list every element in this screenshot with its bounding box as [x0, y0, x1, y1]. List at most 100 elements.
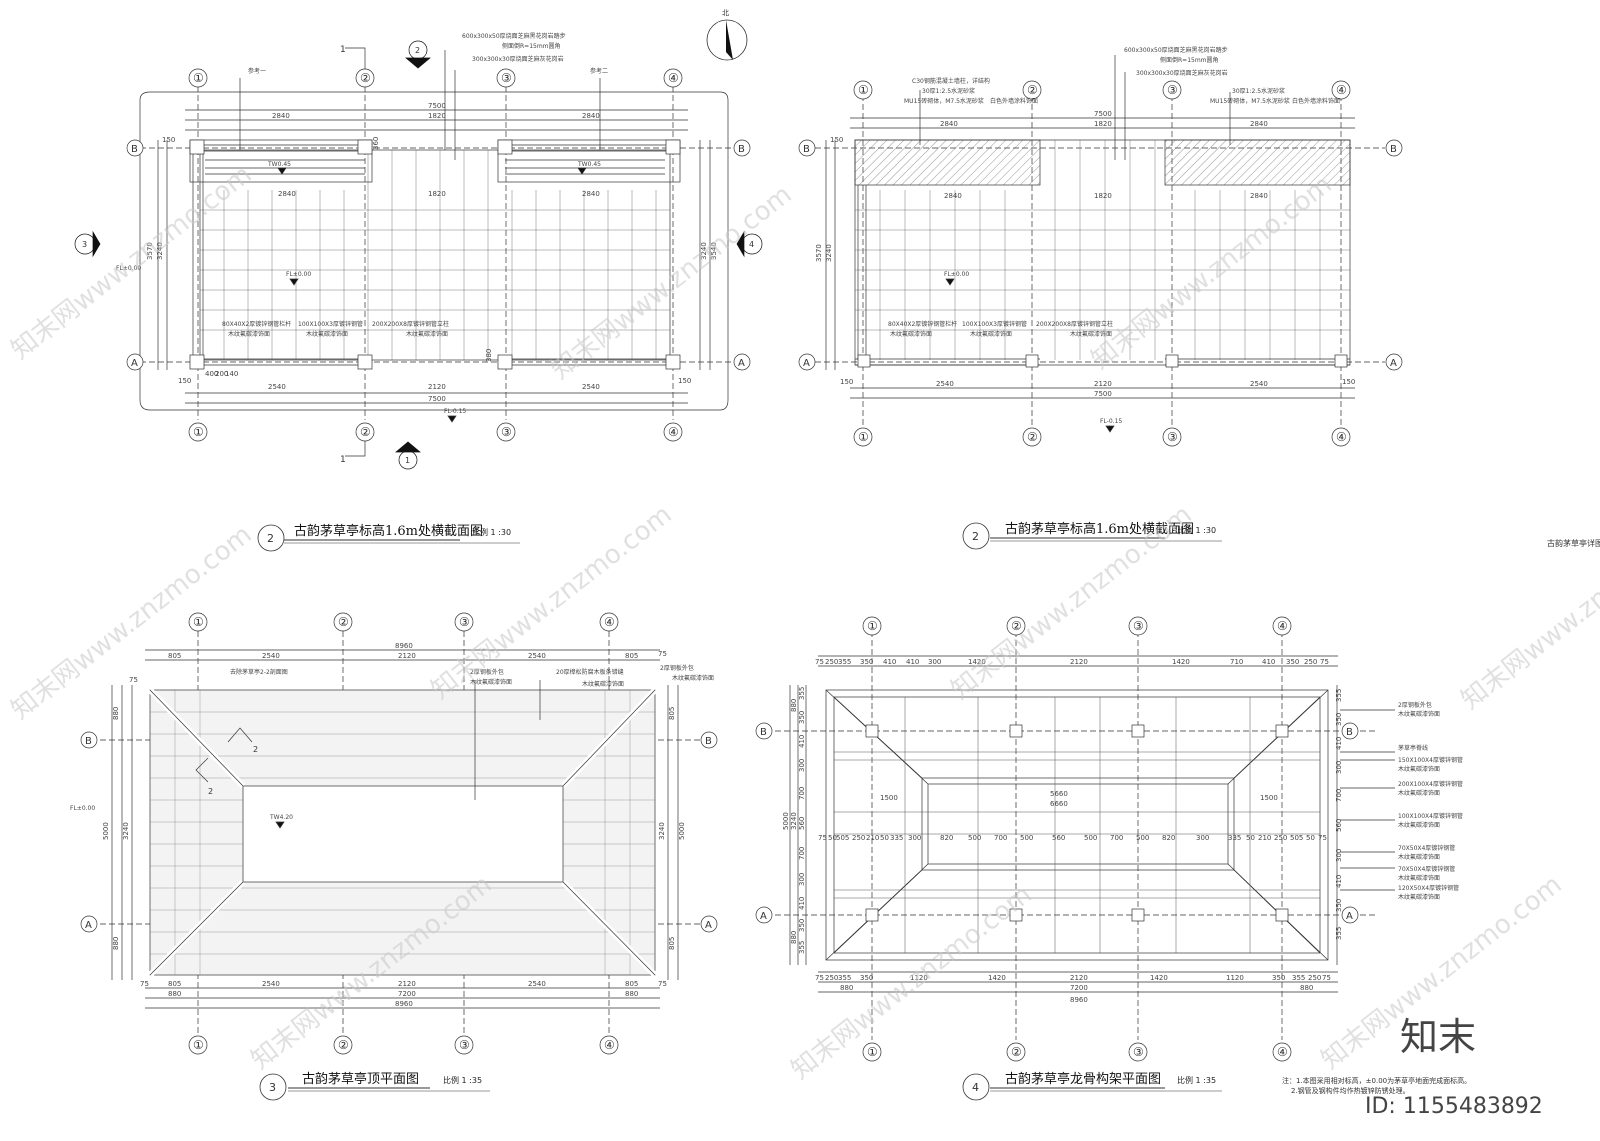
frame-dim-top-4: 410: [883, 658, 896, 666]
plan-left-number: 2: [267, 532, 274, 545]
frame-dim-mid-4: 210: [866, 834, 879, 842]
elev-main: FL±0.00: [286, 271, 311, 278]
r-note-wall-3: MU15砖砌体，M7.5水泥砂浆: [904, 97, 984, 105]
dim-top-1: 2840: [272, 112, 290, 120]
roof-grid-row-b-right: B: [705, 736, 712, 747]
frame-dim-mid-8: 820: [940, 834, 953, 842]
tag-tw-right: TW0.45: [577, 161, 601, 168]
frame-grid-col-2: ②: [1011, 619, 1022, 633]
frame-note-8: 木纹氟碳漆饰面: [1398, 821, 1440, 829]
frame-dim-mid-17: 300: [1196, 834, 1209, 842]
frame-note-7: 100X100X4厚镀锌钢管: [1398, 812, 1463, 820]
frame-dims-right: 355 350 410 300 700 560 300 410 350 355: [1335, 689, 1343, 940]
roof-grid-col-1: ①: [193, 615, 204, 629]
frame-dim-inner-3: 1500: [880, 794, 898, 802]
r-note-bottom-2: 木纹氟碳漆饰面: [890, 330, 932, 338]
frame-dim-mid-5: 50: [880, 834, 889, 842]
frame-note-0: 2厚钢板外包: [1398, 701, 1432, 709]
r-grid-col-2: ②: [1027, 83, 1038, 97]
r-dim-left-2: 3240: [825, 244, 833, 262]
r-dim-top-1: 2840: [940, 120, 958, 128]
frame-dim-top-8: 2120: [1070, 658, 1088, 666]
frame-dim-left-9: 410: [798, 897, 806, 910]
roof-dim-bottom-7: 7200: [398, 990, 416, 998]
plan-left-title: 古韵茅草亭标高1.6m处横截面图: [294, 523, 483, 539]
plan-right-grid-bubbles: [798, 80, 1403, 447]
dim-small-5: 140: [225, 370, 238, 378]
frame-dim-bottom-10: 355: [1292, 974, 1305, 982]
roof-plan-title: 古韵茅草亭顶平面图: [302, 1071, 419, 1087]
roof-dim-bottom-4: 2540: [528, 980, 546, 988]
frame-plan-grid-bubbles: [755, 616, 1359, 1062]
frame-plan-title-block: 4 古韵茅草亭龙骨构架平面图 比例 1 :35: [962, 1071, 1222, 1101]
frame-dim-right-9: 355: [1335, 927, 1343, 940]
roof-plan-grid-bubbles: [80, 612, 718, 1055]
plan-right-labels: ① ② ③ ④ ① ② ③ ④ B A B A 7500 2840 1820 2…: [803, 46, 1397, 444]
frame-dim-left-10: 350: [798, 919, 806, 932]
roof-dim-bottom-8: 880: [625, 990, 638, 998]
roof-grid-row-b: B: [85, 736, 92, 747]
frame-dim-top-12: 350: [1286, 658, 1299, 666]
roof-dim-top-5: 805: [625, 652, 638, 660]
frame-grid-col-2-bottom: ②: [1011, 1045, 1022, 1059]
frame-dim-mid-0: 75: [818, 834, 827, 842]
r-dim-inner-2: 1820: [1094, 192, 1112, 200]
plan-left-labels: ① ② ③ ④ ① ② ③ ④ B A B A 7500 2840 1820 2…: [82, 32, 754, 465]
frame-dim-right-8: 350: [1335, 899, 1343, 912]
r-dim-total-top: 7500: [1094, 110, 1112, 118]
roof-grid-col-4-bottom: ④: [604, 1038, 615, 1052]
roof-note-5: 木纹氟碳漆饰面: [582, 680, 624, 688]
frame-dims-left: 880 355 350 410 300 700 560 700 300 410 …: [782, 687, 806, 954]
frame-dim-left-7: 700: [798, 847, 806, 860]
frame-note-3: 150X100X4厚镀锌钢管: [1398, 756, 1463, 764]
frame-dim-bottom-11: 250: [1308, 974, 1321, 982]
dim-bottom-1: 2540: [268, 383, 286, 391]
detail-mark-right: 4: [749, 240, 754, 249]
elev-low: FL-0.15: [444, 408, 466, 415]
roof-plan-scale: 比例 1 :35: [443, 1075, 482, 1085]
plan-right-number: 2: [972, 530, 979, 543]
roof-dim-bottom-1: 805: [168, 980, 181, 988]
r-dim-inner-3: 2840: [1250, 192, 1268, 200]
frame-dim-bottom-5: 1420: [988, 974, 1006, 982]
frame-dim-mid-6: 335: [890, 834, 903, 842]
roof-dim-right-1: 805: [668, 707, 676, 720]
grid-col-1: ①: [193, 71, 204, 85]
r-grid-col-3-bottom: ③: [1167, 430, 1178, 444]
roof-note-3: 木纹氟碳漆饰面: [470, 678, 512, 686]
roof-dim-right-3: 5000: [678, 822, 686, 840]
dim-small-3: 400: [205, 370, 218, 378]
section-mark-bottom: 1: [340, 455, 346, 465]
section-mark-top: 1: [340, 45, 346, 55]
frame-note-12: 木纹氟碳漆饰面: [1398, 874, 1440, 882]
frame-dim-top-13: 250: [1304, 658, 1317, 666]
roof-section-label-2: 2: [208, 787, 213, 796]
r-note-bottom-5: 200X200X8厚镀锌钢管立柱: [1036, 320, 1113, 328]
r-dim-small-1: 150: [840, 378, 853, 386]
dim-inner-3: 2840: [582, 190, 600, 198]
brand-id: ID: 1155483892: [1365, 1094, 1543, 1119]
r-note-bottom-3: 100X100X3厚镀锌钢管: [962, 320, 1027, 328]
frame-dim-right-0: 355: [1335, 689, 1343, 702]
r-dim-top-3: 2840: [1250, 120, 1268, 128]
r-note-wall2-3: 白色外墙涂料饰面: [1292, 97, 1340, 105]
frame-dim-bottom-7: 1420: [1150, 974, 1168, 982]
frame-dim-mid-13: 500: [1084, 834, 1097, 842]
frame-grid-row-a-right: A: [1346, 911, 1353, 922]
watermark-1: 知末网www.znzmo.com: [6, 160, 258, 366]
r-note-wall2-1: 30厚1:2.5水泥砂浆: [1232, 87, 1285, 95]
frame-dim-mid-18: 335: [1228, 834, 1241, 842]
watermark-9: 知末网www.znzmo.com: [786, 880, 1038, 1086]
frame-dim-left-8: 300: [798, 873, 806, 886]
note-top-3: 300x300x30厚烧面芝麻灰花岗岩: [472, 55, 564, 63]
dim-top-2: 1820: [428, 112, 446, 120]
roof-elev: FL±0.00: [70, 805, 95, 812]
note-side-1: 参考一: [248, 67, 266, 75]
frame-dim-inner-1: 5660: [1050, 790, 1068, 798]
frame-dim-left-14: 3240: [790, 812, 798, 830]
r-note-bottom-4: 木纹氟碳漆饰面: [970, 330, 1012, 338]
frame-dim-bottom-13: 880: [840, 984, 853, 992]
r-grid-col-3: ③: [1167, 83, 1178, 97]
r-dim-total-bottom: 7500: [1094, 390, 1112, 398]
